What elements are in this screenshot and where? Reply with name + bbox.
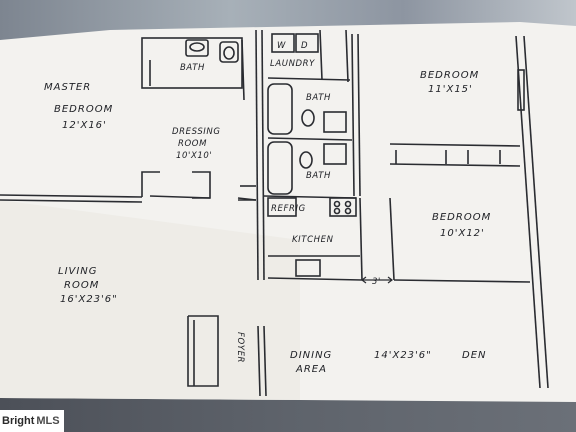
bath-mid-sink — [323, 111, 347, 133]
bedroom-mid-left — [389, 197, 395, 281]
master-bedroom-dim: 12'X16' — [62, 120, 107, 131]
living-room-label-2: Room — [64, 280, 100, 291]
kitchen-counter-2 — [267, 277, 363, 281]
kitchen-offset-label: 3' — [372, 277, 381, 287]
dining-area-label: Dining — [290, 350, 333, 361]
burner-4 — [344, 207, 352, 215]
bedroom-top-dim: 11'X15' — [428, 84, 473, 95]
foyer-closet — [187, 315, 219, 387]
refrigerator — [267, 197, 297, 217]
right-wall — [515, 35, 541, 389]
laundry-dryer — [295, 33, 319, 53]
washer-label: W — [277, 41, 287, 51]
tub-2 — [267, 141, 293, 195]
core-left-wall-2 — [261, 29, 265, 281]
bath-low-right-wall-2 — [357, 33, 361, 197]
foyer-label: Foyer — [235, 332, 245, 364]
toilet-1-bowl — [223, 46, 235, 60]
closet-1 — [141, 171, 160, 197]
bright-mls-watermark: Bright MLS — [0, 410, 64, 432]
kitchen-right-wall — [359, 197, 363, 281]
bath-lower-label: Bath — [306, 171, 332, 181]
watermark-brand: MLS — [36, 415, 60, 427]
watermark-text: Bright — [2, 415, 35, 427]
living-room-dim: 16'X23'6" — [60, 294, 118, 305]
bath-mid-label: Bath — [306, 93, 332, 103]
master-bottom-wall-2 — [0, 199, 143, 203]
toilet-1 — [219, 41, 239, 63]
tub-1 — [267, 83, 293, 135]
master-bottom-wall — [0, 194, 143, 198]
toilet-2 — [301, 109, 315, 127]
foyer-wall-2 — [263, 325, 267, 397]
dressing-room-dim: 10'X10' — [176, 151, 213, 161]
bath-mid-wall — [267, 137, 353, 141]
kitchen-offset-arrow — [361, 276, 393, 284]
laundry-washer — [271, 33, 295, 53]
dressing-bottom — [149, 195, 211, 199]
walls — [0, 29, 549, 397]
window — [517, 69, 525, 111]
bedroom-mid-bottom — [393, 279, 531, 283]
master-bedroom-label-2: Bedroom — [54, 104, 114, 115]
sink-1-bowl — [189, 42, 205, 52]
bedroom-top-bottom — [389, 143, 521, 147]
sink-1 — [185, 39, 209, 57]
core-left-wall — [255, 29, 259, 281]
refrig-label: Refrig — [271, 204, 306, 214]
laundry-wall — [319, 29, 323, 81]
dressing-room-label: Dressing — [172, 127, 221, 137]
dining-area-label-2: Area — [296, 364, 327, 375]
stove — [329, 197, 357, 217]
burner-2 — [344, 200, 352, 208]
den-label: Den — [462, 350, 487, 361]
foyer-wall — [257, 325, 261, 397]
dryer-label: D — [301, 41, 309, 51]
burner-3 — [333, 207, 341, 215]
laundry-wall-2 — [345, 29, 349, 83]
bedroom-mid-label: Bedroom — [432, 212, 492, 223]
master-top-wall — [241, 39, 245, 101]
bath-low-right-wall — [351, 33, 355, 197]
master-bedroom-label: Master — [44, 82, 92, 93]
living-room-label: Living — [58, 266, 98, 277]
laundry-label: Laundry — [270, 59, 315, 69]
bath-low-sink — [323, 143, 347, 165]
kitchen-sink — [295, 259, 321, 277]
kitchen-label: Kitchen — [292, 235, 334, 245]
burner-1 — [333, 200, 341, 208]
dressing-room-label-2: Room — [178, 139, 208, 149]
laundry-bottom — [267, 77, 351, 81]
paper-shade — [0, 200, 300, 400]
bedroom-top-label: Bedroom — [420, 70, 480, 81]
bedroom-top-bottom-2 — [389, 163, 521, 167]
bedroom-mid-dim: 10'X12' — [440, 228, 485, 239]
bath-top-label: Bath — [180, 63, 206, 73]
den-dim: 14'X23'6" — [374, 350, 432, 361]
toilet-3 — [299, 151, 313, 169]
right-wall-2 — [523, 35, 549, 389]
